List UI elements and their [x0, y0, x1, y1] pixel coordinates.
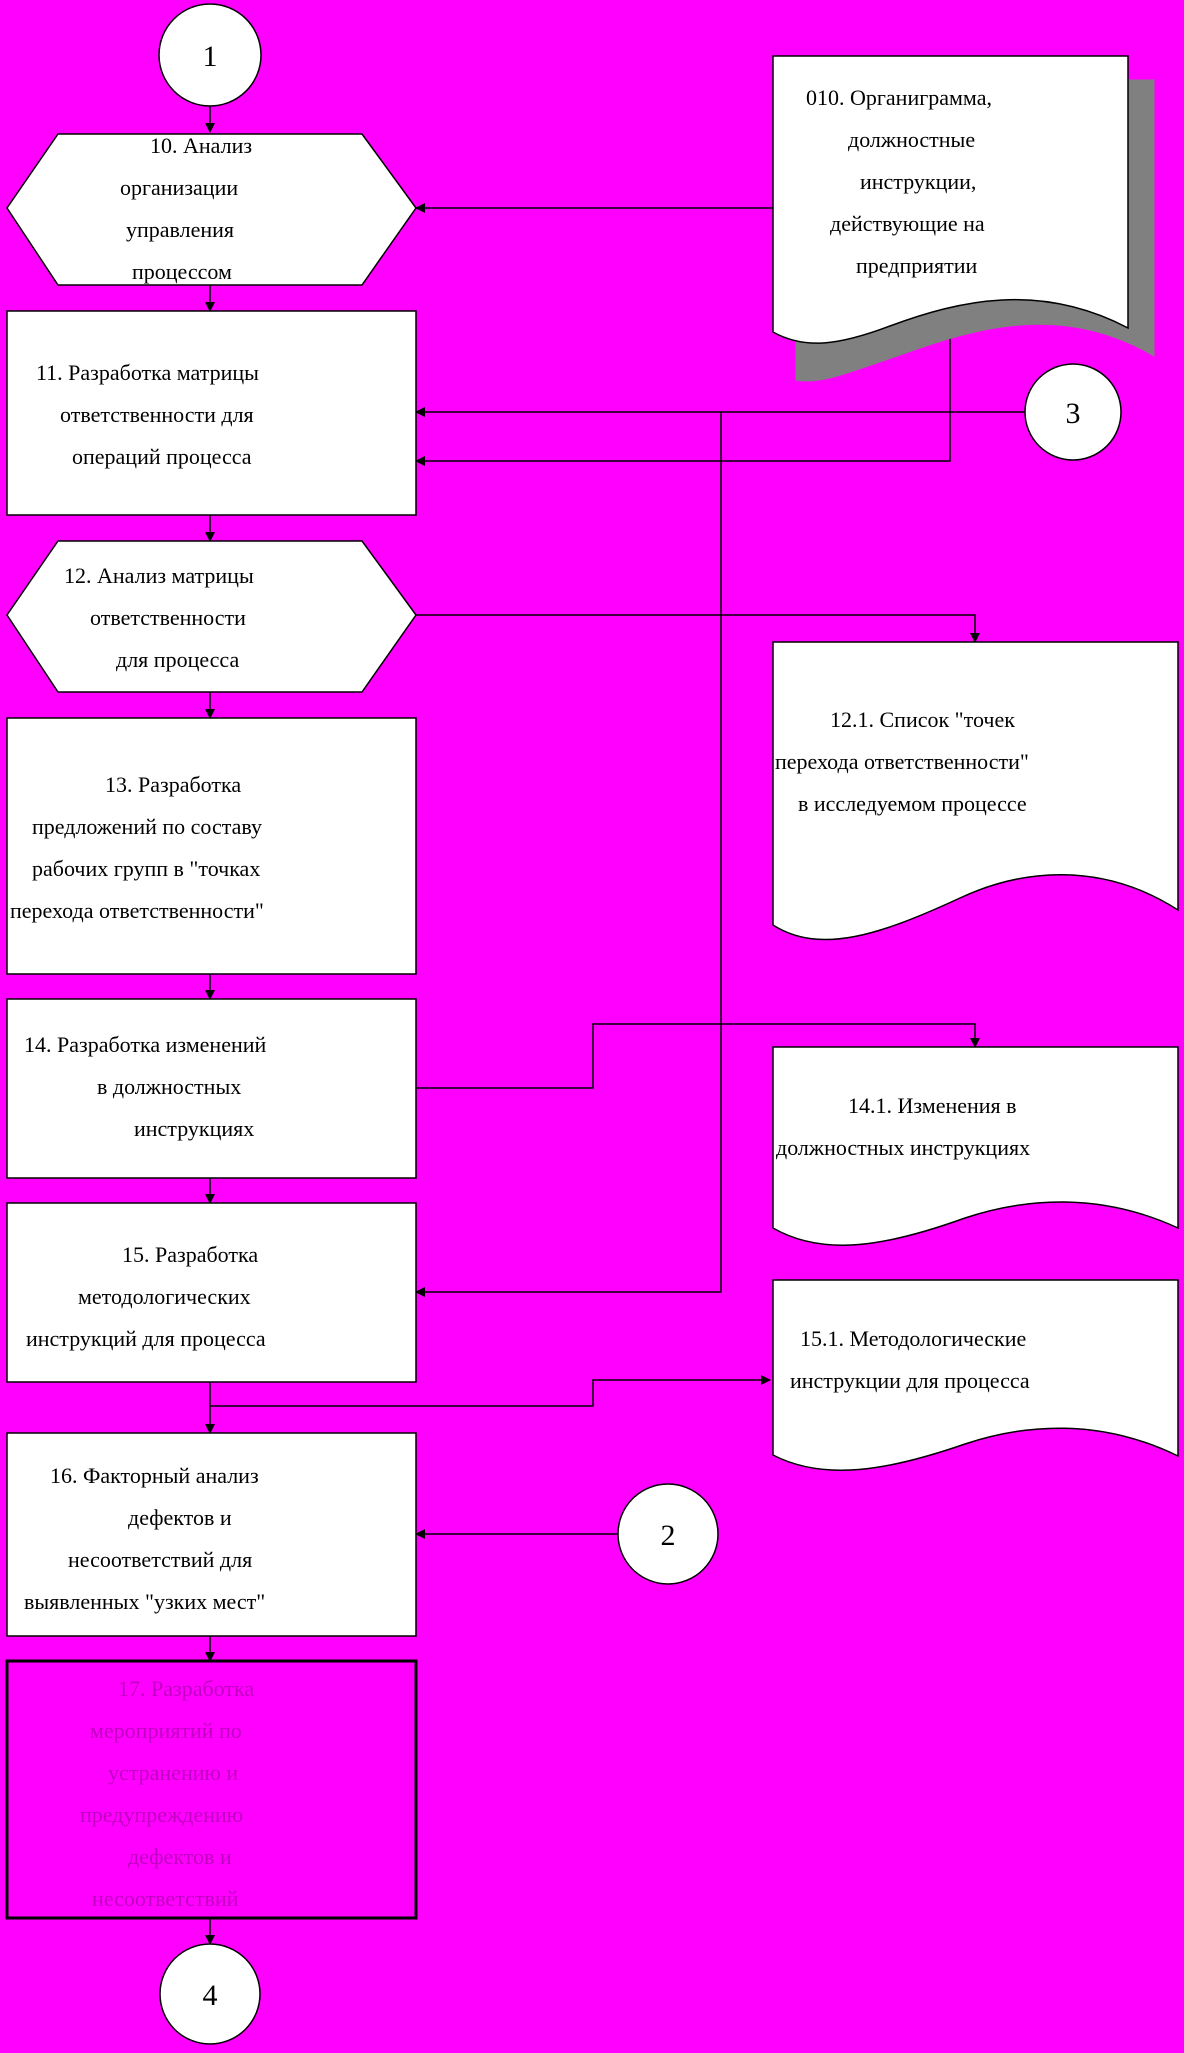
document-010-text: 010. Органиграмма, должностные инструкци… [806, 85, 997, 278]
document-12-1: 12.1. Список "точек перехода ответственн… [772, 641, 1179, 941]
step-17-box: 17. Разработка мероприятий по устранению… [5, 1659, 418, 1920]
connector-1: 1 [158, 3, 262, 107]
flow-line-14-to-141 [416, 1023, 980, 1089]
step-11-text: 11. Разработка матрицы ответственности д… [36, 360, 264, 469]
step-12-hexagon: 12. Анализ матрицы ответственности для п… [6, 540, 417, 693]
document-12-1-text: 12.1. Список "точек перехода ответственн… [775, 707, 1034, 816]
step-17-text: 17. Разработка мероприятий по устранению… [80, 1676, 260, 1911]
flow-line-3-to-15 [415, 412, 722, 1297]
flow-line-12-to-121 [416, 614, 980, 643]
connector-2: 2 [617, 1483, 719, 1585]
step-15-box: 15. Разработка методологических инструкц… [6, 1202, 417, 1383]
step-16-text: 16. Факторный анализ дефектов и несоотве… [24, 1463, 265, 1614]
step-15-text: 15. Разработка методологических инструкц… [26, 1242, 266, 1351]
document-15-1-text: 15.1. Методологические инструкции для пр… [790, 1326, 1032, 1393]
document-14-1-text: 14.1. Изменения в должностных инструкция… [776, 1093, 1030, 1160]
step-11-box: 11. Разработка матрицы ответственности д… [6, 310, 417, 516]
connector-3-label: 3 [1066, 397, 1081, 430]
step-10-text: 10. Анализ организации управления процес… [120, 133, 258, 284]
connector-4-label: 4 [203, 1979, 218, 2012]
document-010: 010. Органиграмма, должностные инструкци… [772, 55, 1155, 382]
connector-4: 4 [159, 1943, 261, 2045]
step-12-text: 12. Анализ матрицы ответственности для п… [64, 563, 259, 672]
step-13-box: 13. Разработка предложений по составу ра… [6, 717, 417, 975]
connector-2-label: 2 [661, 1519, 676, 1552]
connector-3: 3 [1024, 363, 1122, 461]
flow-line-010-to-11 [415, 328, 951, 466]
connector-1-label: 1 [203, 40, 218, 73]
step-10-hexagon: 10. Анализ организации управления процес… [6, 133, 417, 286]
step-14-box: 14. Разработка изменений в должностных и… [6, 998, 417, 1179]
document-14-1: 14.1. Изменения в должностных инструкция… [772, 1046, 1179, 1246]
flow-line-15-to-151 [210, 1375, 771, 1407]
step-16-box: 16. Факторный анализ дефектов и несоотве… [6, 1432, 417, 1637]
step-13-text: 13. Разработка предложений по составу ра… [10, 772, 268, 923]
step-14-text: 14. Разработка изменений в должностных и… [24, 1032, 272, 1141]
document-15-1: 15.1. Методологические инструкции для пр… [772, 1279, 1179, 1472]
